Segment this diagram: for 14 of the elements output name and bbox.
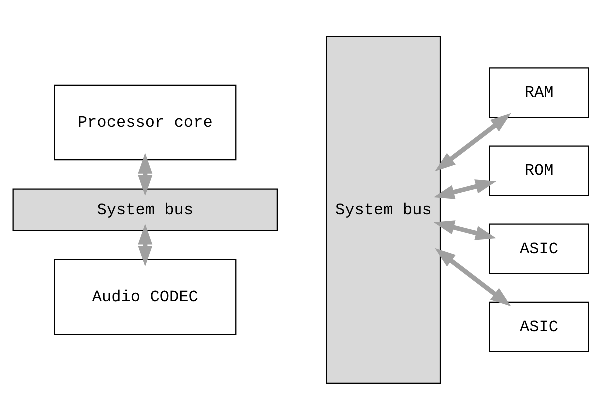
arrow <box>138 224 153 266</box>
node-box: Audio CODEC <box>54 258 237 335</box>
arrow <box>435 248 512 306</box>
arrow <box>434 220 496 240</box>
node-box: System bus <box>12 188 278 231</box>
node-box: ASIC <box>489 223 590 274</box>
arrow <box>435 112 512 172</box>
node-box: RAM <box>489 67 590 118</box>
node-box: Processor core <box>54 84 237 160</box>
node-box: ASIC <box>489 301 590 352</box>
arrow <box>138 152 153 196</box>
arrow <box>434 179 496 199</box>
node-box: System bus <box>326 36 442 384</box>
node-box: ROM <box>489 145 590 196</box>
